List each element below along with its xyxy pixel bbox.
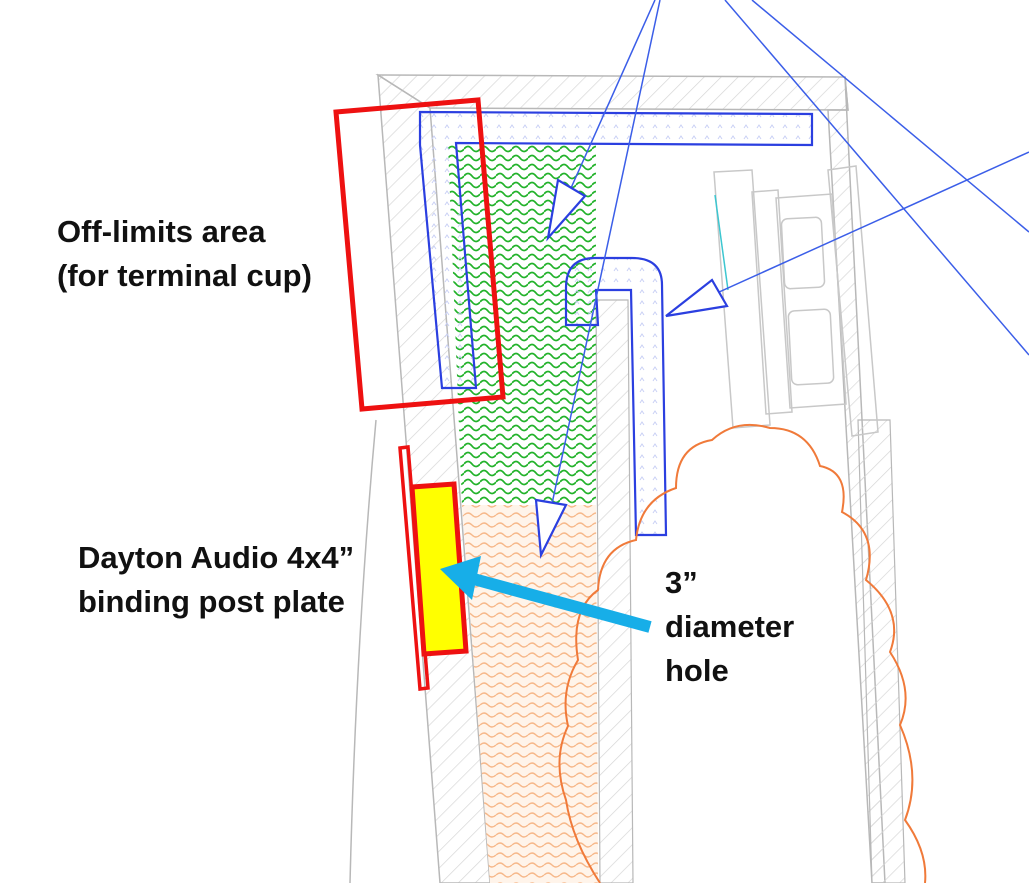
binding-plate-label-line2: binding post plate [78, 584, 345, 619]
driver-sketch [713, 165, 879, 437]
binding-plate-label-line1: Dayton Audio 4x4” [78, 540, 355, 575]
hole-label-line2: diameter [665, 609, 795, 644]
hook-port-tube [564, 256, 668, 537]
inner-divider [595, 299, 634, 883]
off-limits-label: Off-limits area (for terminal cup) [57, 210, 312, 298]
cabinet-walls [375, 73, 906, 883]
hole-label-line3: hole [665, 653, 729, 688]
hole-label: 3” diameter hole [665, 561, 794, 693]
port-tubes [418, 110, 814, 537]
ray-arrowheads [534, 178, 729, 559]
bottom-right-wall [857, 419, 906, 883]
ray-lines [540, 0, 1029, 556]
top-port-tube [418, 110, 814, 390]
plate-edge-strip [398, 445, 430, 691]
off-limits-box [333, 97, 506, 412]
hole-arrow [440, 556, 652, 633]
off-limits-label-line1: Off-limits area [57, 214, 266, 249]
foam-fill [448, 145, 596, 505]
outer-flare-line [349, 419, 377, 883]
hole-label-line1: 3” [665, 565, 698, 600]
orange-cloud [558, 423, 927, 883]
off-limits-label-line2: (for terminal cup) [57, 258, 312, 293]
binding-post-plate [409, 481, 469, 657]
binding-plate-label: Dayton Audio 4x4” binding post plate [78, 536, 354, 624]
